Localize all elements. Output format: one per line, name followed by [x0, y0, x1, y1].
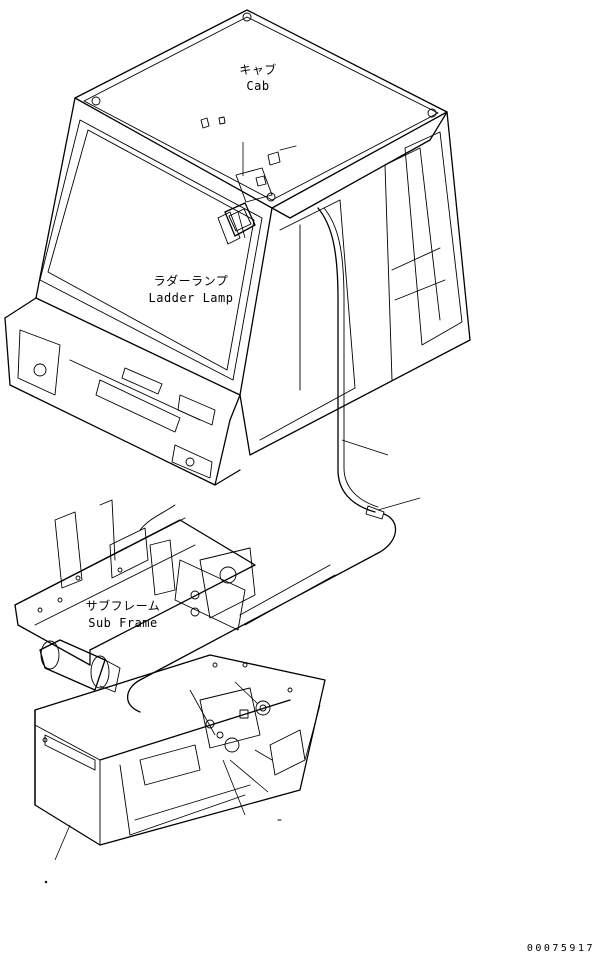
ladder-lamp-part [200, 116, 297, 245]
ladder-lamp-label-jp: ラダーランプ [153, 274, 229, 288]
sub-frame-label-en: Sub Frame [88, 616, 158, 630]
cab-assembly [4, 9, 471, 486]
battery-box-assembly [34, 654, 326, 884]
lamp-harness [126, 207, 421, 713]
sub-frame-assembly [14, 499, 336, 693]
ladder-lamp-label-en: Ladder Lamp [148, 291, 234, 305]
cab-label-jp: キャブ [239, 63, 277, 77]
cab-label-en: Cab [246, 79, 270, 93]
document-id: 00075917 [526, 943, 595, 954]
sub-frame-label-jp: サブフレーム [85, 599, 161, 613]
